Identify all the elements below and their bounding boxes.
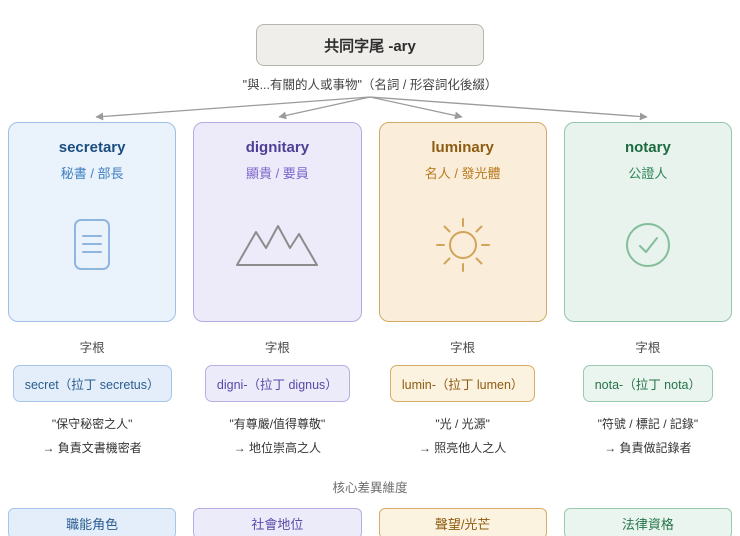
word-cards-row: secretary 秘書 / 部長 dignitary 顯貴 / 要員 [8,122,732,322]
connector-arrows [95,96,648,121]
word-meaning: 名人 / 發光體 [424,166,501,181]
card-luminary: luminary 名人 / 發光體 [378,122,547,322]
dimension-section-label: 核心差異維度 [332,481,408,495]
dimension-box: 職能角色 [8,508,177,536]
gloss-text: "有尊嚴/值得尊敬" [229,417,326,431]
icon-area [9,182,175,321]
root-chip-cell: lumin-（拉丁 lumen） [379,365,547,402]
gloss-cell: "光 / 光源" → 照亮他人之人 [379,415,547,456]
root-section-label: 字根 [79,341,105,355]
root-section-label: 字根 [450,341,476,355]
derivation-text: → 負責做記錄者 [604,441,692,455]
derivation-text: → 照亮他人之人 [418,441,507,455]
dimension-box: 聲望/光芒 [378,508,547,536]
root-section-label: 字根 [264,341,290,355]
dimension-box: 社會地位 [193,508,362,536]
document-icon [74,218,111,270]
root-chip-cell: digni-（拉丁 dignus） [193,365,361,402]
mountain-icon [236,224,319,266]
sun-icon [435,217,490,272]
root-chip-cell: secret（拉丁 secretus） [8,365,176,402]
dimension-boxes-row: 職能角色 社會地位 聲望/光芒 法律資格 [8,508,732,536]
root-chips-row: secret（拉丁 secretus） digni-（拉丁 dignus） lu… [8,365,732,402]
suffix-title-box: 共同字尾 -ary [256,24,484,66]
root-chip: lumin-（拉丁 lumen） [389,365,536,402]
root-chip: digni-（拉丁 dignus） [204,365,350,402]
word-title: dignitary [245,139,310,156]
word-meaning: 秘書 / 部長 [60,166,124,181]
gloss-cell: "符號 / 標記 / 記錄" → 負責做記錄者 [564,415,732,456]
gloss-text: "保守秘密之人" [51,417,133,431]
icon-area [194,182,360,321]
check-circle-icon [625,222,670,267]
icon-area [380,182,546,321]
word-meaning: 公證人 [628,166,668,181]
root-labels-row: 字根 字根 字根 字根 [8,337,732,356]
gloss-cell: "有尊嚴/值得尊敬" → 地位崇高之人 [193,415,361,456]
word-title: secretary [58,139,126,156]
suffix-title: 共同字尾 -ary [324,37,416,55]
root-section-label: 字根 [635,341,661,355]
gloss-text: "光 / 光源" [435,417,490,431]
card-notary: notary 公證人 [563,122,732,322]
word-meaning: 顯貴 / 要員 [245,166,309,181]
root-chip-cell: nota-（拉丁 nota） [564,365,732,402]
root-chip: secret（拉丁 secretus） [12,365,172,402]
derivation-text: → 負責文書機密者 [42,441,142,455]
gloss-text: "符號 / 標記 / 記錄" [597,417,699,431]
icon-area [565,182,731,321]
card-secretary: secretary 秘書 / 部長 [8,122,177,322]
dimension-box: 法律資格 [563,508,732,536]
derivation-text: → 地位崇高之人 [233,441,322,455]
card-dignitary: dignitary 顯貴 / 要員 [193,122,362,322]
root-chip: nota-（拉丁 nota） [582,365,714,402]
word-title: notary [624,139,671,156]
suffix-subtitle: "與...有關的人或事物"（名詞 / 形容詞化後綴） [242,78,498,92]
word-title: luminary [431,139,494,156]
gloss-cell: "保守秘密之人" → 負責文書機密者 [8,415,176,456]
gloss-row: "保守秘密之人" → 負責文書機密者 "有尊嚴/值得尊敬" → 地位崇高之人 "… [8,415,732,456]
